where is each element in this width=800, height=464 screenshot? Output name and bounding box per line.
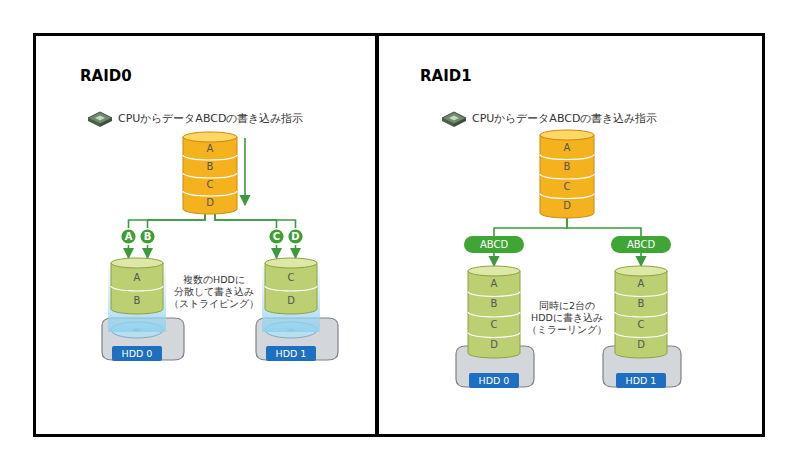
- segment-letter: C: [468, 315, 520, 336]
- note-text: 複数のHDDに 分散して書き込み （ストライピング）: [169, 274, 259, 310]
- segment-letter: A: [111, 266, 163, 289]
- segment-letter: A: [615, 274, 667, 295]
- data-stack: CD: [265, 258, 317, 314]
- segment-letter: A: [540, 138, 594, 158]
- data-flow-line: [147, 245, 149, 258]
- cpu-chip: [442, 112, 466, 127]
- data-flow-line: [493, 253, 495, 266]
- badge-text: HDD 1: [276, 348, 307, 359]
- data-flow-line: [494, 218, 567, 236]
- data-flow-line: [129, 214, 206, 228]
- note-text: 同時に2台の HDDに書き込み （ミラーリング）: [527, 300, 607, 336]
- data-pill: ABCD: [464, 236, 524, 253]
- segment-letter: C: [615, 315, 667, 336]
- instruction-text: CPUからデータABCDの書き込み指示: [118, 111, 303, 126]
- data-block-circle: C: [268, 228, 285, 245]
- data-stack: AB: [111, 258, 163, 314]
- data-block-circle: D: [287, 228, 304, 245]
- block-letter: C: [273, 231, 280, 242]
- hdd-badge: HDD 0: [112, 346, 162, 361]
- cylinder-shape: [265, 258, 317, 314]
- segment-letter: B: [111, 289, 163, 312]
- segment-letter: C: [265, 266, 317, 289]
- data-flow-line: [215, 214, 296, 228]
- data-stack: ABCD: [540, 130, 594, 218]
- block-letter: A: [125, 231, 133, 242]
- data-block-circle: B: [139, 228, 156, 245]
- data-flow-line: [567, 218, 641, 236]
- data-flow-line: [148, 214, 206, 228]
- segment-letter: D: [615, 335, 667, 356]
- badge-text: HDD 1: [626, 375, 657, 386]
- data-pill: ABCD: [611, 236, 671, 253]
- pill-text: ABCD: [480, 239, 508, 250]
- data-stack: ABCD: [183, 132, 237, 214]
- data-flow-line: [215, 214, 277, 228]
- panel-title: RAID1: [420, 67, 472, 85]
- segment-letter: B: [183, 158, 237, 176]
- panel-title: RAID0: [80, 67, 132, 85]
- segment-letter: A: [183, 140, 237, 158]
- data-stack: ABCD: [468, 266, 520, 358]
- segment-letter: B: [468, 294, 520, 315]
- segment-letter: B: [540, 157, 594, 177]
- data-stack: ABCD: [615, 266, 667, 358]
- raid-panel: RAID1ABCDABCDABCDABCDABCDHDD 0HDD 1: [376, 33, 765, 437]
- segment-letter: D: [468, 335, 520, 356]
- data-flow-line: [276, 245, 278, 258]
- hdd-badge: HDD 1: [616, 373, 666, 388]
- segment-letter: C: [540, 177, 594, 197]
- segment-letter: C: [183, 176, 237, 194]
- segment-letter: D: [540, 196, 594, 216]
- badge-text: HDD 0: [479, 375, 510, 386]
- segment-letter: D: [265, 289, 317, 312]
- segment-letter: B: [615, 294, 667, 315]
- segment-letter: D: [183, 194, 237, 212]
- raid-panel: RAID0ABCDABCDABCDHDD 0HDD 1: [33, 33, 378, 437]
- cylinder-shape: [111, 258, 163, 314]
- data-flow-line: [128, 245, 130, 258]
- badge-text: HDD 0: [122, 348, 153, 359]
- data-flow-line: [640, 253, 642, 266]
- flow-arrow: [244, 138, 246, 205]
- segment-letter: A: [468, 274, 520, 295]
- data-flow-line: [295, 245, 297, 258]
- pill-text: ABCD: [627, 239, 655, 250]
- instruction-text: CPUからデータABCDの書き込み指示: [472, 111, 657, 126]
- block-letter: B: [144, 231, 152, 242]
- hdd-badge: HDD 1: [266, 346, 316, 361]
- hdd-badge: HDD 0: [469, 373, 519, 388]
- cpu-chip: [88, 112, 112, 127]
- data-block-circle: A: [120, 228, 137, 245]
- block-letter: D: [291, 231, 299, 242]
